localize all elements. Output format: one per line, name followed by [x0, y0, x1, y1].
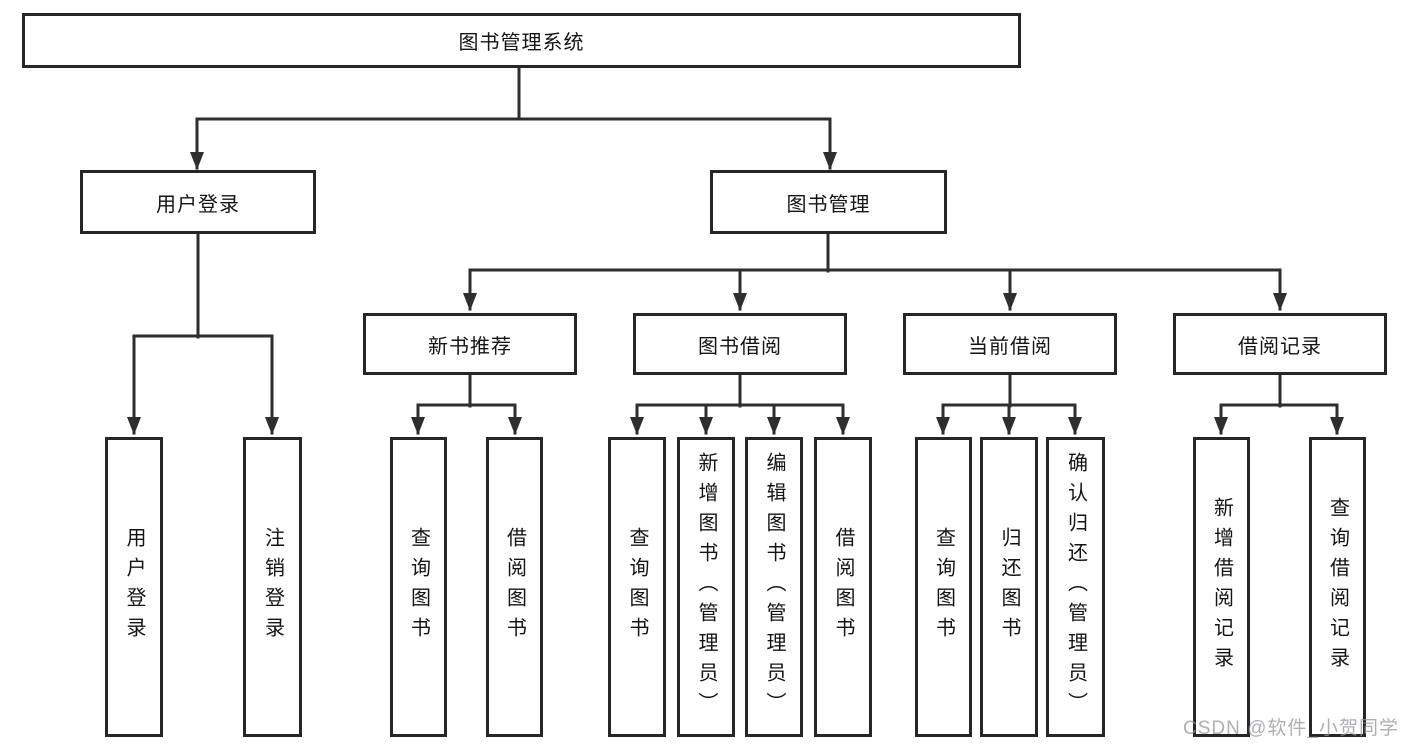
- connector-user-login-to-leaves: [127, 232, 279, 435]
- node-label: 新书推荐: [428, 335, 512, 358]
- leaf-query-books-newbook: 查询图书: [390, 437, 447, 737]
- leaf-label: 新增借阅记录: [1210, 497, 1233, 677]
- leaf-label: 用户登录: [123, 527, 145, 647]
- leaf-label: 注销登录: [261, 527, 284, 647]
- leaf-label: 查询图书: [407, 527, 430, 647]
- node-label: 当前借阅: [968, 335, 1052, 358]
- connector-borrow-records-to-leaves: [1214, 373, 1344, 435]
- connector-book-borrow-to-leaves: [630, 373, 850, 435]
- leaf-label: 查询图书: [932, 527, 955, 647]
- leaf-borrow-books-borrow: 借阅图书: [814, 437, 872, 737]
- connector-current-borrow-to-leaves: [936, 373, 1082, 435]
- leaf-label: 确认归还（管理员）: [1064, 452, 1087, 722]
- leaf-label: 查询借阅记录: [1326, 497, 1349, 677]
- node-book-borrow: 图书借阅: [633, 313, 847, 375]
- node-current-borrow: 当前借阅: [903, 313, 1117, 375]
- leaf-confirm-return-admin: 确认归还（管理员）: [1046, 437, 1105, 737]
- leaf-query-books-borrow: 查询图书: [608, 437, 666, 737]
- node-new-book-recommend: 新书推荐: [363, 313, 577, 375]
- leaf-borrow-books-newbook: 借阅图书: [486, 437, 543, 737]
- leaf-add-borrow-record: 新增借阅记录: [1193, 437, 1250, 737]
- leaf-query-books-current: 查询图书: [915, 437, 972, 737]
- leaf-add-book-admin: 新增图书（管理员）: [677, 437, 735, 737]
- leaf-label: 借阅图书: [832, 527, 854, 647]
- node-label: 图书借阅: [698, 335, 782, 358]
- connector-new-book-to-leaves: [411, 373, 522, 435]
- watermark: CSDN @软件_小贺同学: [1183, 718, 1399, 739]
- connector-book-mgmt-to-level3: [463, 232, 1287, 311]
- node-root: 图书管理系统: [22, 13, 1021, 68]
- leaf-label: 查询图书: [626, 527, 648, 647]
- leaf-label: 编辑图书（管理员）: [763, 452, 785, 722]
- leaf-label: 新增图书（管理员）: [695, 452, 717, 722]
- leaf-return-book: 归还图书: [980, 437, 1038, 737]
- node-user-login: 用户登录: [80, 170, 316, 234]
- leaf-label: 借阅图书: [503, 527, 526, 647]
- node-label: 图书管理系统: [458, 32, 585, 54]
- node-label: 借阅记录: [1238, 335, 1322, 358]
- leaf-user-login: 用户登录: [105, 437, 163, 737]
- leaf-edit-book-admin: 编辑图书（管理员）: [745, 437, 803, 737]
- node-label: 用户登录: [156, 193, 240, 216]
- node-label: 图书管理: [786, 193, 871, 216]
- node-book-mgmt: 图书管理: [710, 170, 947, 234]
- leaf-label: 归还图书: [998, 527, 1020, 647]
- connector-root-to-level2: [190, 66, 837, 170]
- leaf-query-borrow-record: 查询借阅记录: [1309, 437, 1366, 737]
- leaf-logout: 注销登录: [243, 437, 302, 737]
- node-borrow-records: 借阅记录: [1173, 313, 1387, 375]
